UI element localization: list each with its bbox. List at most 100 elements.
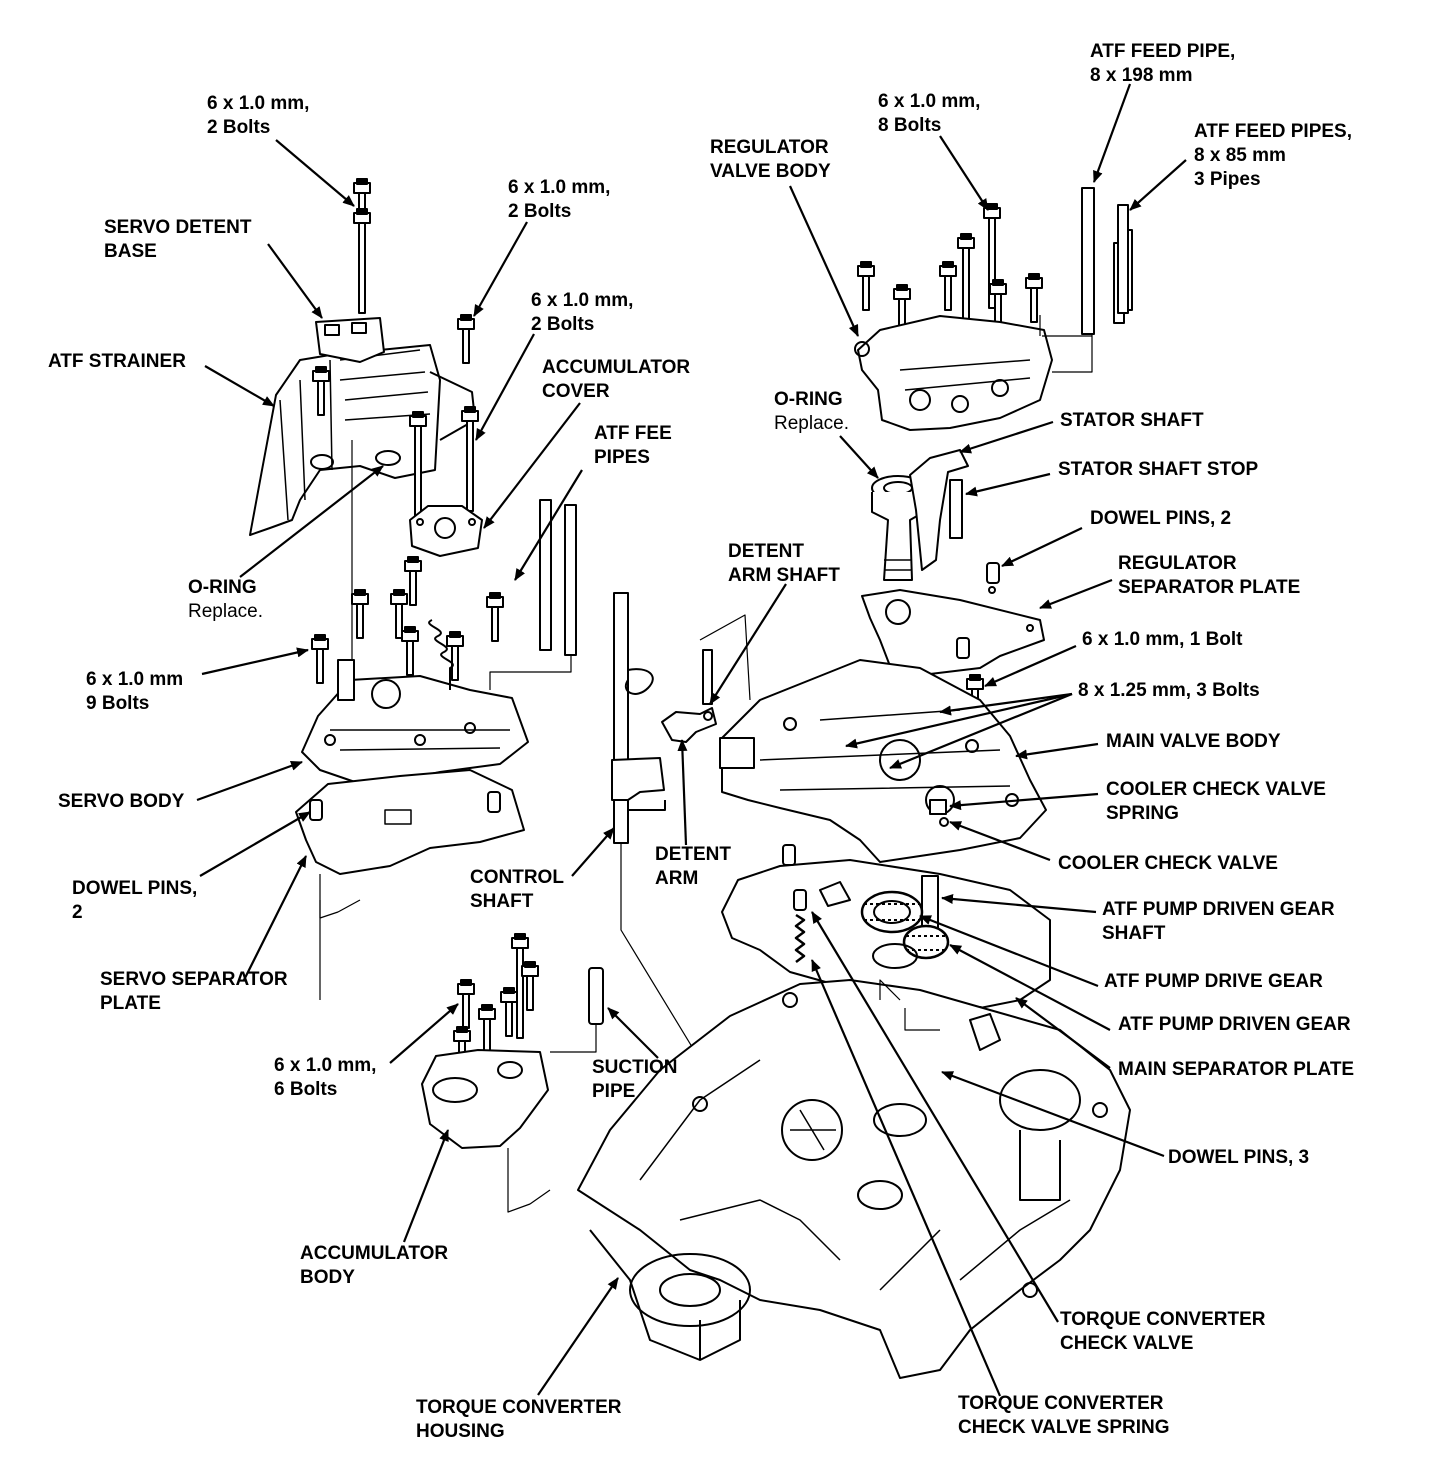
label-line: ATF PUMP DRIVEN GEAR (1118, 1014, 1351, 1035)
label-regulator-valve-body: REGULATOR VALVE BODY (710, 136, 831, 184)
label-line: ATF STRAINER (48, 351, 186, 372)
label-main-separator-plate: MAIN SEPARATOR PLATE (1118, 1058, 1354, 1082)
regulator-valve-body-part (854, 315, 1053, 431)
label-regulator-separator-plate: REGULATOR SEPARATOR PLATE (1118, 552, 1300, 600)
label-line: ARM (655, 868, 699, 889)
label-line: SPRING (1106, 803, 1179, 824)
label-line: SUCTION (592, 1057, 678, 1078)
label-line: COOLER CHECK VALVE (1058, 853, 1278, 874)
label-line: 8 x 198 mm (1090, 65, 1193, 86)
label-control-shaft: CONTROL SHAFT (470, 866, 564, 914)
label-line: ATF FEED PIPES, (1194, 121, 1353, 142)
label-main-valve-body: MAIN VALVE BODY (1106, 730, 1281, 754)
label-line: 2 Bolts (207, 117, 271, 138)
label-line: REGULATOR (710, 137, 829, 158)
label-line: DOWEL PINS, 2 (1090, 508, 1232, 529)
label-line: BODY (300, 1267, 355, 1288)
label-line: 6 x 1.0 mm (86, 669, 184, 690)
label-line: 6 x 1.0 mm, (207, 93, 310, 114)
label-atf-feed-pipes: ATF FEED PIPES, 8 x 85 mm 3 Pipes (1194, 120, 1352, 192)
atf-pump-driven-gear-shaft-part (921, 875, 939, 933)
label-line: 8 Bolts (878, 115, 942, 136)
label-accumulator-cover: ACCUMULATOR COVER (542, 356, 690, 404)
label-atf-pump-driven-gear: ATF PUMP DRIVEN GEAR (1118, 1013, 1351, 1037)
label-cooler-check-valve-spring: COOLER CHECK VALVE SPRING (1106, 778, 1326, 826)
label-bolts-2-top: 6 x 1.0 mm, 2 Bolts (207, 92, 309, 140)
label-torque-converter-housing: TORQUE CONVERTER HOUSING (416, 1396, 622, 1444)
label-dowel-pins-3: DOWEL PINS, 3 (1168, 1146, 1309, 1170)
label-line: DOWEL PINS, (72, 878, 198, 899)
label-line: DETENT (655, 844, 731, 865)
stator-shaft-stop-part (909, 449, 969, 571)
label-line: 2 Bolts (508, 201, 572, 222)
label-line: ACCUMULATOR (542, 357, 691, 378)
label-torque-converter-check-valve-spring: TORQUE CONVERTER CHECK VALVE SPRING (958, 1392, 1170, 1440)
label-line: BASE (104, 241, 157, 262)
label-dowel-pins-2-right: DOWEL PINS, 2 (1090, 507, 1231, 531)
label-line: HOUSING (416, 1421, 505, 1442)
label-atf-fee-pipes: ATF FEE PIPES (594, 422, 672, 470)
label-line: ARM SHAFT (728, 565, 840, 586)
label-line: SERVO DETENT (104, 217, 252, 238)
label-servo-detent-base: SERVO DETENT BASE (104, 216, 251, 264)
label-line: 6 Bolts (274, 1079, 338, 1100)
main-valve-body-part (719, 659, 1047, 863)
label-atf-strainer: ATF STRAINER (48, 350, 186, 374)
label-line: SERVO SEPARATOR (100, 969, 288, 990)
label-line: 6 x 1.0 mm, (531, 290, 634, 311)
servo-body-part (301, 619, 529, 783)
label-bolts-6: 6 x 1.0 mm, 6 Bolts (274, 1054, 376, 1102)
label-line: SEPARATOR PLATE (1118, 577, 1301, 598)
atf-fee-pipe-b (564, 504, 577, 656)
label-atf-feed-pipe: ATF FEED PIPE, 8 x 198 mm (1090, 40, 1235, 88)
control-shaft-part (611, 592, 701, 1061)
label-line: SHAFT (470, 891, 534, 912)
detent-arm-part (661, 707, 717, 743)
detent-arm-shaft-part (702, 649, 713, 705)
label-line: COOLER CHECK VALVE (1106, 779, 1326, 800)
label-servo-separator-plate: SERVO SEPARATOR PLATE (100, 968, 288, 1016)
label-line: TORQUE CONVERTER (1060, 1309, 1266, 1330)
label-line: ATF FEE (594, 423, 672, 444)
label-line: PIPES (594, 447, 650, 468)
label-line: DOWEL PINS, 3 (1168, 1147, 1310, 1168)
cooler-check-valve-part (939, 817, 949, 827)
label-line: O-RING (774, 389, 843, 410)
atf-fee-pipe-a (539, 499, 552, 651)
label-line: VALVE BODY (710, 161, 831, 182)
label-line: TORQUE CONVERTER (958, 1393, 1164, 1414)
label-line: CONTROL (470, 867, 564, 888)
label-line: 2 Bolts (531, 314, 595, 335)
label-line: CHECK VALVE (1060, 1333, 1194, 1354)
label-line: O-RING (188, 577, 257, 598)
label-line: 9 Bolts (86, 693, 150, 714)
label-line: 2 (72, 902, 83, 923)
accumulator-body-part (421, 1049, 551, 1213)
label-line: STATOR SHAFT (1060, 410, 1204, 431)
label-line: ATF FEED PIPE, (1090, 41, 1236, 62)
label-line: SERVO BODY (58, 791, 185, 812)
label-bolts-8: 6 x 1.0 mm, 8 Bolts (878, 90, 980, 138)
label-detent-arm-shaft: DETENT ARM SHAFT (728, 540, 840, 588)
label-line: SHAFT (1102, 923, 1166, 944)
servo-separator-plate-part (295, 769, 525, 919)
label-dowel-pins-2-left: DOWEL PINS, 2 (72, 877, 197, 925)
label-line: COVER (542, 381, 610, 402)
label-line: PLATE (100, 993, 161, 1014)
label-line: CHECK VALVE SPRING (958, 1417, 1170, 1438)
label-line: ATF PUMP DRIVEN GEAR (1102, 899, 1335, 920)
atf-pump-drive-gear-part (860, 890, 924, 934)
label-cooler-check-valve: COOLER CHECK VALVE (1058, 852, 1278, 876)
label-stator-shaft-stop: STATOR SHAFT STOP (1058, 458, 1258, 482)
stator-shaft-stop-pin (949, 479, 963, 539)
label-detent-arm: DETENT ARM (655, 843, 731, 891)
o-ring-left-part (375, 450, 401, 466)
label-line: 6 x 1.0 mm, (508, 177, 611, 198)
label-line: DETENT (728, 541, 804, 562)
suction-pipe-part (588, 967, 604, 1025)
label-line: 6 x 1.0 mm, 1 Bolt (1082, 629, 1243, 650)
label-line: MAIN VALVE BODY (1106, 731, 1281, 752)
label-line: REGULATOR (1118, 553, 1237, 574)
